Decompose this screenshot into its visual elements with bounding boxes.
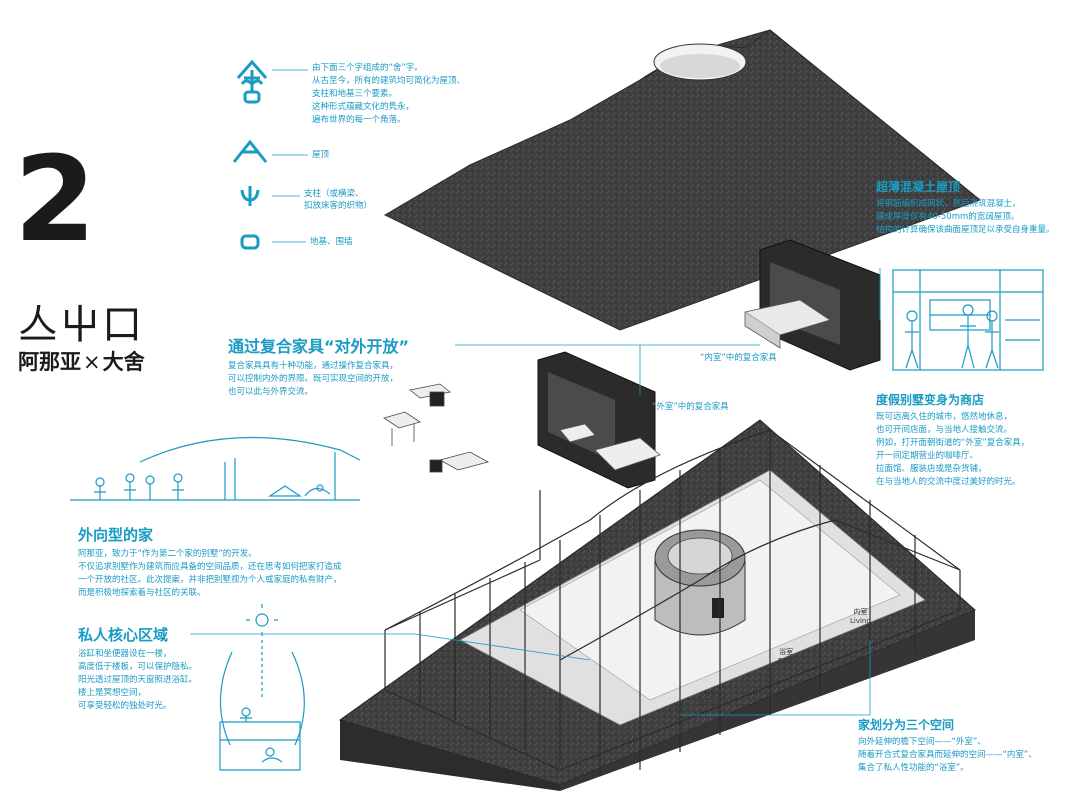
pillar-label-line: 扣放床客的织物） [304,201,373,211]
outward-home-line: 而是积极地探索着与社区的关联。 [78,588,206,598]
composite-furniture-line: 复合家具具有十种功能，通过操作复合家具， [228,361,399,371]
zone-bath-cn: 浴室 [779,648,794,656]
private-core-line: 楼上是冥想空间， [78,688,147,698]
concrete-roof-shell [383,29,982,331]
annotation-leaders [190,268,881,716]
private-core-sketch [219,604,305,771]
private-core-annotation: 私人核心区域 浴缸和坐便器设在一楼， 高度低于楼板，可以保护隐私。 阳光透过屋顶… [78,624,248,713]
composite-furniture-line: 也可以此与外界交流。 [228,387,314,397]
composite-furniture-annotation: 通过复合家具“对外开放” 复合家具具有十种功能，通过操作复合家具， 可以控制内外… [228,333,558,399]
outer-furniture-drawing [537,351,661,489]
inner-furniture-label: “内室”中的复合家具 [700,353,777,363]
composite-furniture-line: 可以控制内外的界限。既可实现空间的开放， [228,374,399,384]
shop-line: 既可远离久住的城市，悠然地休息， [876,412,1013,422]
shop-line: 在与当地人的交流中度过美好的时光。 [876,477,1021,487]
composite-furniture-title: 通过复合家具“对外开放” [228,337,410,356]
shop-line: 也可开间店面，与当地人接触交流。 [876,425,1013,435]
steel-frame-drawing [384,429,961,775]
glyph-title: 亼屮口 [18,302,144,348]
etymology-text: 由下面三个字组成的“舍”字。 从古至今，所有的建筑均可简化为屋顶、 支柱和地基三… [312,62,465,127]
etymology-line: 支柱和地基三个要素。 [312,89,398,99]
roof-label: 屋顶 [312,150,330,160]
private-core-line: 可享受轻松的独处时光。 [78,701,172,711]
loose-furniture-drawing [383,383,490,473]
pillar-label-line: 支柱（或横梁、 [304,189,364,199]
concrete-roof-annotation: 超薄混凝土屋顶 将钢筋编织成网状，然后浇筑混凝土， 建成厚度仅有40-50mm的… [876,178,1076,237]
outer-furniture-label: “外室”中的复合家具 [652,402,729,412]
zone-living-cn: 内室 [853,608,868,616]
etymology-line: 这种形式蕴藏文化的隽永， [312,102,415,112]
outward-home-line: 不仅追求别墅作为建筑而应具备的空间品质，还在思考如何把家打造成 [78,562,342,572]
base-glyph-icon [240,234,260,250]
zone-bath-label: 浴室 Bath [778,648,794,666]
outward-home-line: 一个开放的社区。此次提案，并非把别墅视为个人或家庭的私有财产， [78,575,342,585]
shop-annotation: 度假别墅变身为商店 既可远离久住的城市，悠然地休息， 也可开间店面，与当地人接触… [876,391,1076,489]
bath-core-drawing [654,529,746,636]
three-spaces-line: 随着开合式复合家具而延伸的空间——“内室”、 [858,750,1037,760]
pillar-label: 支柱（或横梁、 扣放床客的织物） [304,188,372,212]
outward-home-sketch [70,436,361,501]
outward-home-title: 外向型的家 [78,526,154,544]
zone-social-cn: 外室 [703,690,718,698]
she-glyph-icon [236,59,268,104]
collaboration-title: 阿那亚×大舍 [18,346,145,376]
zone-social-label: 外室 Social [700,690,721,708]
private-core-line: 浴缸和坐便器设在一楼， [78,649,172,659]
outward-home-annotation: 外向型的家 阿那亚，致力于“作为第二个家的别墅”的开发。 不仅追求别墅作为建筑而… [78,524,458,600]
shop-sketch [892,269,1044,371]
three-spaces-line: 集合了私人性功能的“浴室”。 [858,763,969,773]
pillar-glyph-icon [240,186,260,206]
three-spaces-title: 家划分为三个空间 [858,718,955,732]
shop-title: 度假别墅变身为商店 [876,393,985,407]
shop-line: 开一间定期营业的咖啡厅、 [876,451,979,461]
etymology-line: 从古至今，所有的建筑均可简化为屋顶、 [312,76,466,86]
three-spaces-annotation: 家划分为三个空间 向外延伸的檐下空间——“外室”、 随着开合式复合家具而延伸的空… [858,716,1078,775]
private-core-title: 私人核心区域 [78,626,169,644]
zone-living-en: Living [850,617,871,625]
concrete-roof-title: 超薄混凝土屋顶 [876,180,961,194]
three-spaces-line: 向外延伸的檐下空间——“外室”、 [858,737,986,747]
concrete-roof-line: 建成厚度仅有40-50mm的宽阔屋顶。 [876,212,1020,222]
roof-glyph-icon [232,139,268,163]
private-core-line: 阳光透过屋顶的天窗照进浴缸。 [78,675,198,685]
section-number: 2 [14,130,97,268]
zone-social-en: Social [700,699,721,707]
concrete-roof-line: 将钢筋编织成网状，然后浇筑混凝土， [876,199,1021,209]
private-core-line: 高度低于楼板，可以保护隐私。 [78,662,198,672]
collab-left: 阿那亚 [18,350,81,374]
collab-right: 大舍 [102,350,145,374]
zone-living-label: 内室 Living [850,608,871,626]
concrete-roof-line: 结构的计算确保该曲面屋顶足以承受自身重量。 [876,225,1055,235]
inner-furniture-drawing [743,239,881,371]
zone-bath-en: Bath [778,657,795,665]
collab-separator: × [83,350,101,374]
outward-home-line: 阿那亚，致力于“作为第二个家的别墅”的开发。 [78,549,257,559]
shop-line: 拉面馆、服装店或是杂货铺， [876,464,987,474]
glyph-leaders [272,69,308,243]
shop-line: 例如，打开面朝街道的“外室”复合家具， [876,438,1030,448]
etymology-line: 遍布世界的每一个角落。 [312,115,406,125]
base-label: 地基、围墙 [310,237,353,247]
etymology-line: 由下面三个字组成的“舍”字。 [312,63,423,73]
